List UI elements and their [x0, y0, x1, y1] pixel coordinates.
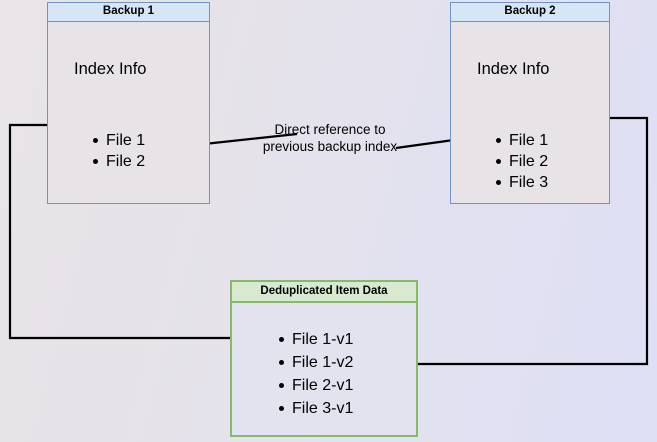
list-item: File 1: [495, 132, 549, 149]
node-backup-1-subtitle: Index Info: [74, 60, 147, 78]
connector-label-line-2: previous backup index: [262, 139, 398, 154]
list-item: File 3: [495, 174, 549, 191]
node-backup-1[interactable]: Backup 1 Index Info File 1 File 2: [47, 2, 210, 204]
node-backup-2-header: Backup 2: [450, 2, 610, 22]
node-deduplicated-item-data-file-list: File 1-v1 File 1-v2 File 2-v1 File 3-v1: [274, 328, 353, 420]
list-item: File 2: [495, 153, 549, 170]
node-backup-2-subtitle: Index Info: [477, 60, 550, 78]
node-backup-2-body: Index Info File 1 File 2 File 3: [450, 22, 610, 204]
connector-label-direct-reference: Direct reference to previous backup inde…: [249, 121, 411, 155]
list-item: File 2: [92, 153, 146, 170]
node-backup-1-header: Backup 1: [47, 2, 210, 22]
node-deduplicated-item-data[interactable]: Deduplicated Item Data File 1-v1 File 1-…: [230, 280, 418, 437]
node-backup-1-body: Index Info File 1 File 2: [47, 22, 210, 204]
list-item: File 2-v1: [278, 374, 353, 397]
node-deduplicated-item-data-body: File 1-v1 File 1-v2 File 2-v1 File 3-v1: [230, 303, 418, 437]
node-backup-2[interactable]: Backup 2 Index Info File 1 File 2 File 3: [450, 2, 610, 204]
node-backup-1-file-list: File 1 File 2: [88, 130, 145, 172]
list-item: File 1-v2: [278, 351, 353, 374]
list-item: File 1-v1: [278, 328, 353, 351]
list-item: File 3-v1: [278, 397, 353, 420]
node-backup-2-file-list: File 1 File 2 File 3: [491, 130, 548, 193]
list-item: File 1: [92, 132, 146, 149]
node-deduplicated-item-data-header: Deduplicated Item Data: [230, 280, 418, 303]
connector-label-line-1: Direct reference to: [274, 122, 386, 137]
